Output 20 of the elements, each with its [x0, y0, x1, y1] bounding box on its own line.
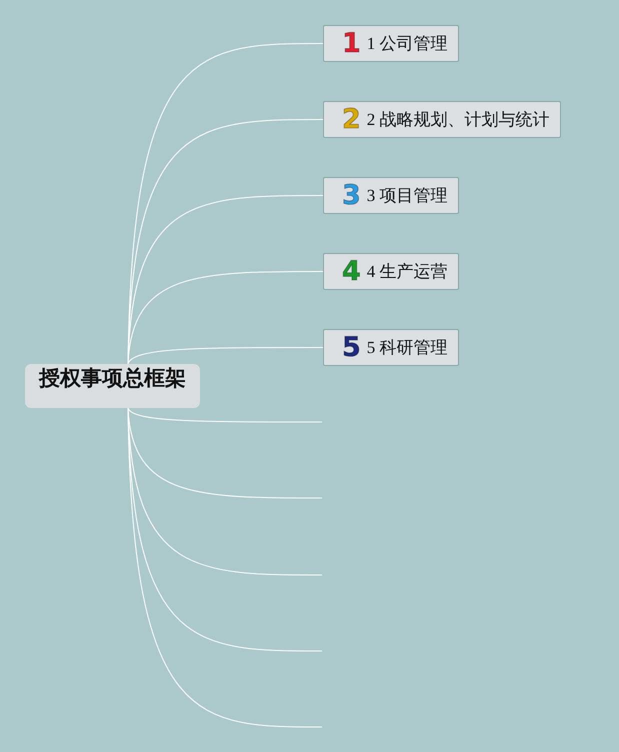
- topic-box: [323, 25, 459, 62]
- topic-label: 5 科研管理: [366, 337, 448, 359]
- topic-box: [323, 329, 459, 366]
- priority-number-icon: 5: [342, 334, 361, 361]
- root-topic-box: [25, 364, 200, 408]
- topic-label: 2 战略规划、计划与统计: [366, 109, 550, 131]
- topic-box: [323, 101, 561, 138]
- topic-label: 4 生产运营: [366, 261, 448, 283]
- branch-line: [128, 347, 324, 364]
- topic-box: [323, 177, 459, 214]
- priority-number-icon: 1: [342, 30, 361, 57]
- topic-box: [323, 253, 459, 290]
- branch-line: [128, 271, 324, 364]
- topic-label: 3 项目管理: [366, 185, 448, 207]
- priority-number-icon: 4: [342, 258, 361, 285]
- priority-number-icon: 2: [342, 106, 361, 133]
- priority-number-icon: 3: [342, 182, 361, 209]
- branch-line: [128, 408, 322, 422]
- topic-label: 授权事项总框架: [39, 366, 186, 390]
- topic-label: 1 公司管理: [366, 33, 448, 55]
